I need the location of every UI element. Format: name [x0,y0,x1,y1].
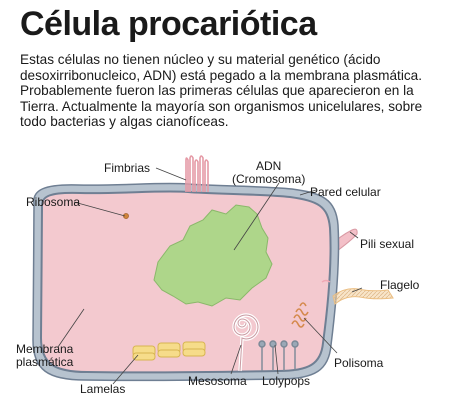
label-mesosoma: Mesosoma [188,374,247,388]
page-title: Célula procariótica [20,5,317,43]
ribosome [123,213,129,219]
label-polisoma: Polisoma [334,356,384,370]
label-pared-celular: Pared celular [310,185,381,199]
label-adn: ADN [256,159,281,173]
label-lamelas: Lamelas [80,382,125,396]
label-cromosoma: (Cromosoma) [232,172,305,186]
label-ribosoma: Ribosoma [26,195,80,209]
label-pili-sexual: Pili sexual [360,237,414,251]
label-fimbrias: Fimbrias [104,161,150,175]
fimbrias [185,155,209,192]
lamelas [132,341,206,361]
dna-chromosome [153,204,273,307]
polisoma [291,302,309,328]
label-plasmatica: plasmática [16,355,74,369]
label-flagelo: Flagelo [380,278,420,292]
label-lolypops: Lolypops [262,374,310,388]
lolypops [258,340,299,371]
intro-text: Estas células no tienen núcleo y su mate… [20,52,423,130]
leader-lines [57,167,363,385]
label-membrana: Membrana [16,342,74,356]
